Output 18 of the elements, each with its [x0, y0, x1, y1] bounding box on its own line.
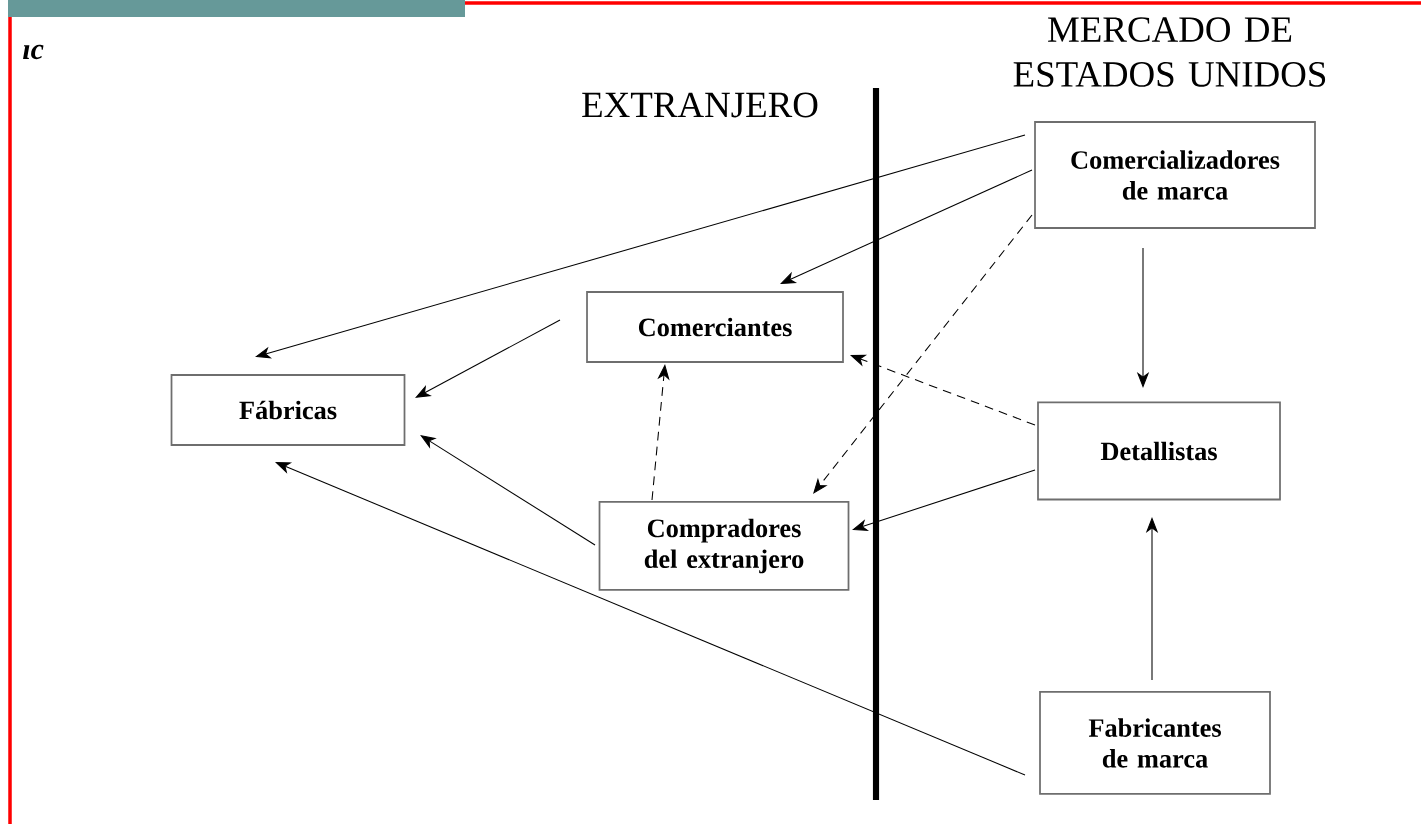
- arrow: [852, 469, 1036, 531]
- region-heading: MERCADO DE ESTADOS UNIDOS: [1013, 17, 1326, 87]
- arrow: [813, 214, 1033, 494]
- text-fragment: ıc: [23, 44, 44, 60]
- region-heading: EXTRANJERO: [582, 92, 818, 118]
- box: Comerciantes: [586, 291, 844, 363]
- arrow: [780, 169, 1033, 284]
- box: Comercializadores de marca: [1034, 121, 1316, 229]
- arrow: [420, 435, 596, 546]
- box: Fábricas: [170, 374, 406, 446]
- arrow: [850, 354, 1036, 426]
- arrow: [651, 364, 670, 501]
- box: Detallistas: [1037, 401, 1281, 501]
- box: Fabricantes de marca: [1039, 691, 1271, 795]
- arrow: [275, 462, 1026, 776]
- arrow: [255, 134, 1026, 359]
- arrow: [415, 319, 561, 398]
- box: Compradores del extranjero: [598, 501, 850, 591]
